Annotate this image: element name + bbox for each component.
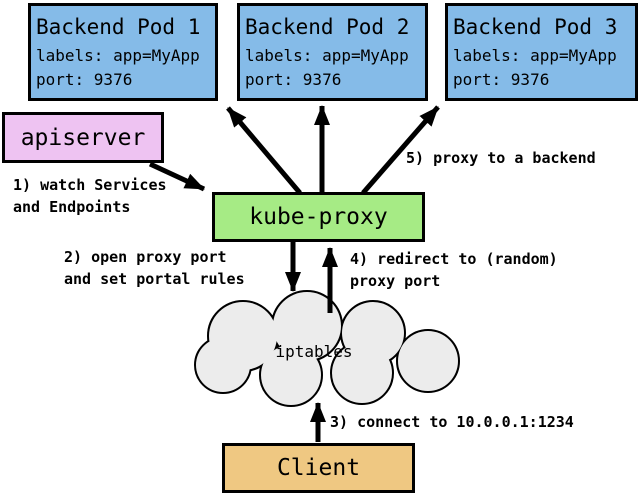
backend-pod-3-labels: labels: app=MyApp [453,46,617,65]
client-box: Client [222,443,415,493]
backend-pod-2-labels: labels: app=MyApp [245,46,409,65]
arrow-kube-proxy-to-pod-3 [361,105,440,195]
backend-pod-3-title: Backend Pod 3 [453,15,618,39]
step-3-connect-label: 3) connect to 10.0.0.1:1234 [330,413,574,431]
step-2-open-proxy-port-label: 2) open proxy port and set portal rules [64,248,245,288]
backend-pod-1-labels: labels: app=MyApp [36,46,200,65]
iptables-label: iptables [275,342,353,361]
backend-pod-2-port: port: 9376 [245,70,342,89]
backend-pod-3-box: Backend Pod 3 labels: app=MyApp port: 93… [445,3,638,101]
step-5-proxy-backend-label: 5) proxy to a backend [406,149,596,167]
backend-pod-3-port: port: 9376 [453,70,550,89]
apiserver-box: apiserver [2,112,164,163]
kube-proxy-box: kube-proxy [212,192,425,242]
backend-pod-2-title: Backend Pod 2 [245,15,410,39]
backend-pod-2-box: Backend Pod 2 labels: app=MyApp port: 93… [237,3,428,101]
backend-pod-1-title: Backend Pod 1 [36,15,201,39]
arrow-kube-proxy-to-pod-1 [226,106,302,195]
arrow-apiserver-to-kube-proxy [148,161,206,192]
step-4-redirect-label: 4) redirect to (random) proxy port [350,250,558,290]
backend-pod-1-port: port: 9376 [36,70,133,89]
step-1-watch-services-label: 1) watch Services and Endpoints [13,176,167,216]
iptables-cloud [194,290,460,407]
apiserver-label: apiserver [20,124,146,151]
client-label: Client [276,455,361,481]
kube-proxy-label: kube-proxy [249,204,388,230]
backend-pod-1-box: Backend Pod 1 labels: app=MyApp port: 93… [28,3,218,101]
